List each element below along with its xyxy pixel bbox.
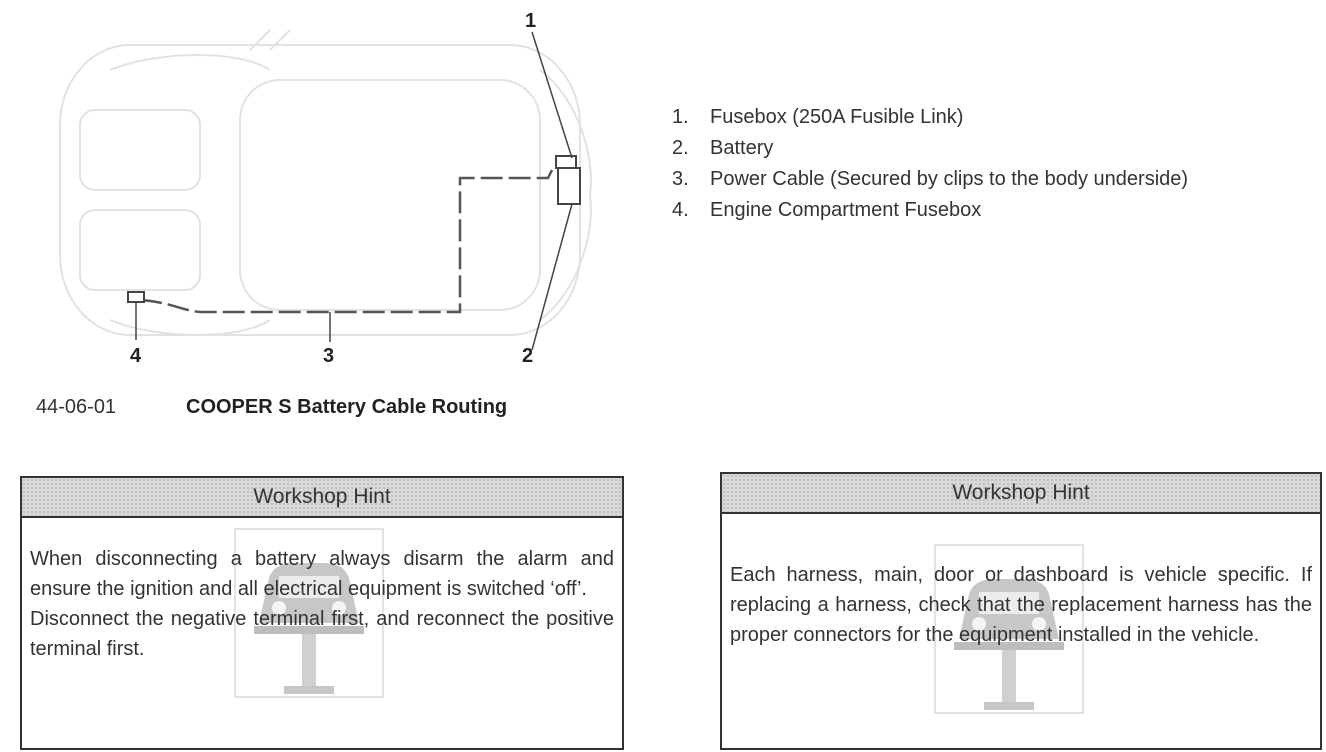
legend-text: Battery — [710, 137, 774, 159]
legend-item: 1. Fusebox (250A Fusible Link) — [672, 102, 1188, 133]
workshop-hint-box-2: Workshop Hint Each harness, main, door o… — [720, 472, 1322, 750]
hint-title: Workshop Hint — [722, 474, 1320, 514]
hint-title: Workshop Hint — [22, 478, 622, 518]
battery-and-fusebox — [555, 155, 581, 205]
callout-2: 2 — [522, 345, 534, 367]
hint-body: When disconnecting a battery always disa… — [22, 518, 622, 698]
legend-num: 2. — [672, 137, 689, 159]
legend-text: Fusebox (250A Fusible Link) — [710, 106, 964, 128]
workshop-hint-box-1: Workshop Hint When disconnecting a batte… — [20, 476, 624, 750]
figure-title: COOPER S Battery Cable Routing — [186, 396, 508, 418]
car-body-outline — [59, 29, 592, 336]
legend-text: Power Cable (Secured by clips to the bod… — [710, 168, 1189, 190]
legend-num: 3. — [672, 168, 689, 190]
hint-paragraph: Disconnect the negative terminal first, … — [30, 608, 614, 660]
callout-3: 3 — [323, 345, 335, 367]
hint-paragraph: Each harness, main, door or dashboard is… — [730, 564, 1312, 646]
hint-paragraph: When disconnecting a battery always disa… — [30, 548, 614, 600]
legend-num: 4. — [672, 199, 689, 221]
engine-compartment-fusebox — [127, 291, 145, 303]
leader-lines — [135, 31, 573, 351]
battery-cable-routing-diagram — [59, 29, 592, 351]
car-lift-watermark-icon — [934, 544, 1084, 714]
car-lift-watermark-icon — [234, 528, 384, 698]
figure-caption: 44-06-01 COOPER S Battery Cable Routing — [36, 396, 507, 419]
component-legend: 1.Fusebox (250A Fusible Link) 2.Battery … — [672, 102, 1188, 226]
hint-body: Each harness, main, door or dashboard is… — [722, 514, 1320, 714]
legend-item: 3. Power Cable (Secured by clips to the b… — [672, 164, 1188, 195]
figure-number: 44-06-01 — [36, 396, 117, 418]
callout-4: 4 — [130, 345, 142, 367]
legend-item: 4. Engine Compartment Fusebox — [672, 195, 1188, 226]
power-cable — [139, 169, 554, 314]
legend-num: 1. — [672, 106, 689, 128]
callout-1: 1 — [525, 10, 537, 32]
legend-text: Engine Compartment Fusebox — [710, 199, 982, 221]
legend-item: 2. Battery — [672, 133, 1188, 164]
